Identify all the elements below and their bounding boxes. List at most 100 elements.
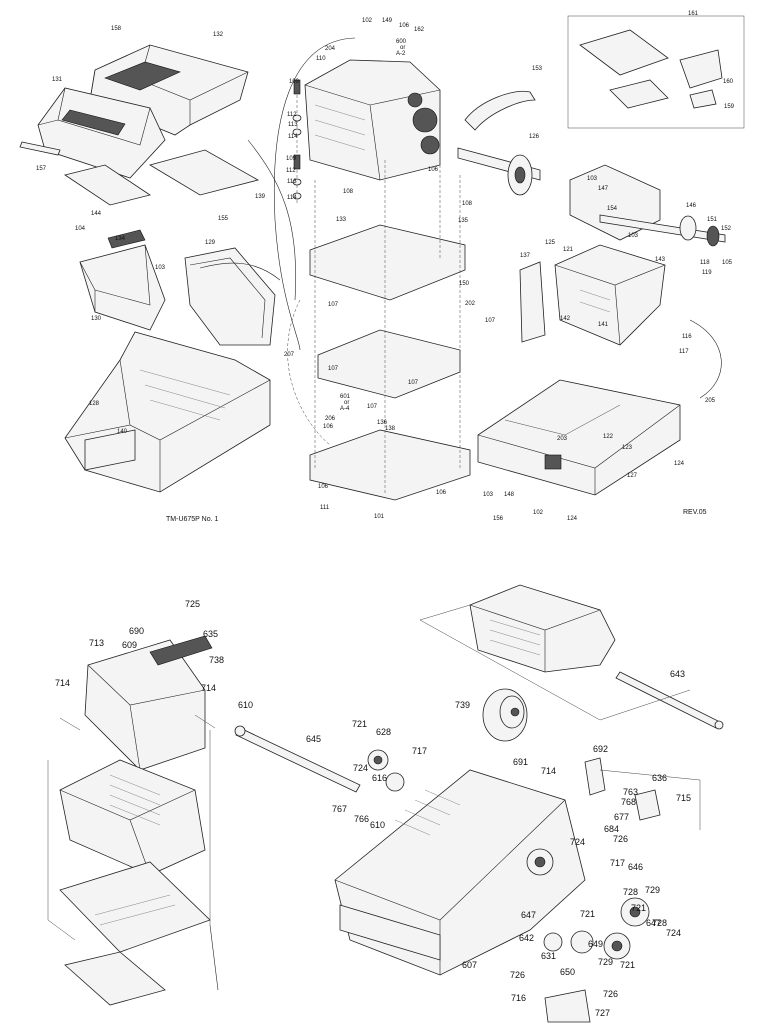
- upper-callout-16: 112: [287, 112, 297, 118]
- guide-137-part: [519, 261, 546, 343]
- upper-callout-57: 142: [560, 316, 571, 322]
- lower-callout-4: 609: [122, 640, 137, 650]
- lower-callout-17: 616: [372, 773, 387, 783]
- upper-callout-48: 137: [520, 253, 531, 259]
- upper-callout-34: 133: [336, 217, 347, 223]
- upper-callout-4: 106: [399, 23, 410, 29]
- upper-callout-2: 102: [362, 18, 373, 24]
- upper-callout-18: 114: [288, 134, 298, 140]
- upper-callout-66: A-4: [340, 406, 350, 412]
- upper-callout-51: 119: [702, 270, 712, 276]
- upper-callout-60: 207: [284, 352, 295, 358]
- lower-callout-29: 726: [613, 834, 628, 844]
- lower-callout-31: 717: [610, 858, 625, 868]
- upper-callout-74: 203: [557, 436, 568, 442]
- cover-713-part: [84, 635, 213, 771]
- lower-callout-24: 767: [332, 804, 347, 814]
- upper-callout-44: 103: [628, 233, 639, 239]
- lower-callout-39: 724: [666, 928, 681, 938]
- upper-callout-13: 109: [289, 79, 300, 85]
- shaft-assembly-part: [599, 214, 726, 247]
- upper-callout-40: 134: [115, 236, 126, 242]
- upper-callout-41: 129: [205, 240, 216, 246]
- lower-callout-30: 724: [570, 837, 585, 847]
- frame-129-part: [184, 247, 276, 346]
- upper-callout-7: 110: [316, 56, 326, 62]
- lower-callout-18: 691: [513, 757, 528, 767]
- lower-callout-43: 631: [541, 951, 556, 961]
- lower-callout-51: 727: [595, 1008, 610, 1018]
- upper-callout-27: 108: [343, 189, 354, 195]
- lower-callout-32: 646: [628, 862, 643, 872]
- upper-callout-43: 121: [563, 247, 574, 253]
- upper-callout-46: 105: [722, 260, 733, 266]
- mechanism-frame-part: [59, 759, 206, 876]
- upper-callout-24: 113: [287, 179, 297, 185]
- motor-739-part: [482, 688, 528, 742]
- upper-callout-55: 202: [465, 301, 476, 307]
- lower-callout-41: 647: [521, 910, 536, 920]
- lower-callout-50: 726: [603, 989, 618, 999]
- upper-callout-25: 106: [428, 167, 439, 173]
- lower-callout-35: 721: [631, 903, 646, 913]
- upper-callout-39: 151: [707, 217, 718, 223]
- lower-callout-21: 763: [623, 787, 638, 797]
- lower-callout-47: 726: [510, 970, 525, 980]
- upper-callout-59: 116: [682, 334, 692, 340]
- upper-callout-80: 106: [436, 490, 447, 496]
- lower-callout-23: 715: [676, 793, 691, 803]
- upper-callout-56: 107: [485, 318, 496, 324]
- mechanism-top-part: [304, 59, 441, 181]
- lower-callout-22: 768: [621, 797, 636, 807]
- cable-205-part: [689, 319, 722, 399]
- upper-callout-19: 159: [724, 104, 735, 110]
- upper-callout-67: 206: [325, 416, 336, 422]
- lower-callout-49: 716: [511, 993, 526, 1003]
- upper-callout-87: 124: [567, 516, 578, 522]
- upper-callout-14: 153: [532, 66, 543, 72]
- lower-callout-33: 729: [645, 885, 660, 895]
- upper-callout-72: 136: [377, 420, 388, 426]
- lower-callout-9: 643: [670, 669, 685, 679]
- lower-callout-34: 728: [623, 887, 638, 897]
- lower-callout-1: 690: [129, 626, 144, 636]
- lower-callout-37: 721: [580, 909, 595, 919]
- upper-callout-32: 144: [91, 211, 102, 217]
- lower-callout-15: 692: [593, 744, 608, 754]
- plate-140-part: [84, 429, 136, 471]
- bracket-727-part: [544, 989, 591, 1023]
- bracket-692-part: [584, 757, 606, 796]
- lower-callout-40: 642: [519, 933, 534, 943]
- upper-callout-38: 104: [75, 226, 86, 232]
- upper-callout-10: A-2: [396, 51, 406, 57]
- upper-callout-20: 126: [529, 134, 540, 140]
- lower-callout-14: 717: [412, 746, 427, 756]
- lower-callout-42: 649: [588, 939, 603, 949]
- upper-callout-50: 118: [700, 260, 710, 266]
- upper-callout-64: 601: [340, 394, 351, 400]
- assembled-unit-part: [419, 584, 691, 721]
- lower-callout-0: 725: [185, 599, 200, 609]
- upper-callout-68: 107: [367, 404, 378, 410]
- upper-callout-37: 146: [686, 203, 697, 209]
- upper-callout-42: 125: [545, 240, 556, 246]
- upper-callout-63: 107: [328, 366, 339, 372]
- lower-callout-46: 607: [462, 960, 477, 970]
- upper-callout-35: 135: [458, 218, 469, 224]
- upper-callout-47: 103: [155, 265, 166, 271]
- rod-157-part: [19, 141, 61, 156]
- lower-callout-8: 610: [238, 700, 253, 710]
- upper-callout-71: 205: [705, 398, 716, 404]
- upper-callout-0: 158: [111, 26, 122, 32]
- upper-callout-15: 160: [723, 79, 734, 85]
- front-plate-part: [59, 861, 219, 1006]
- upper-callout-76: 123: [622, 445, 633, 451]
- front-cover-part: [37, 87, 166, 179]
- lower-callout-10: 645: [306, 734, 321, 744]
- upper-callout-11: 161: [688, 11, 699, 17]
- lower-callout-28: 684: [604, 824, 619, 834]
- upper-callout-17: 113: [288, 122, 298, 128]
